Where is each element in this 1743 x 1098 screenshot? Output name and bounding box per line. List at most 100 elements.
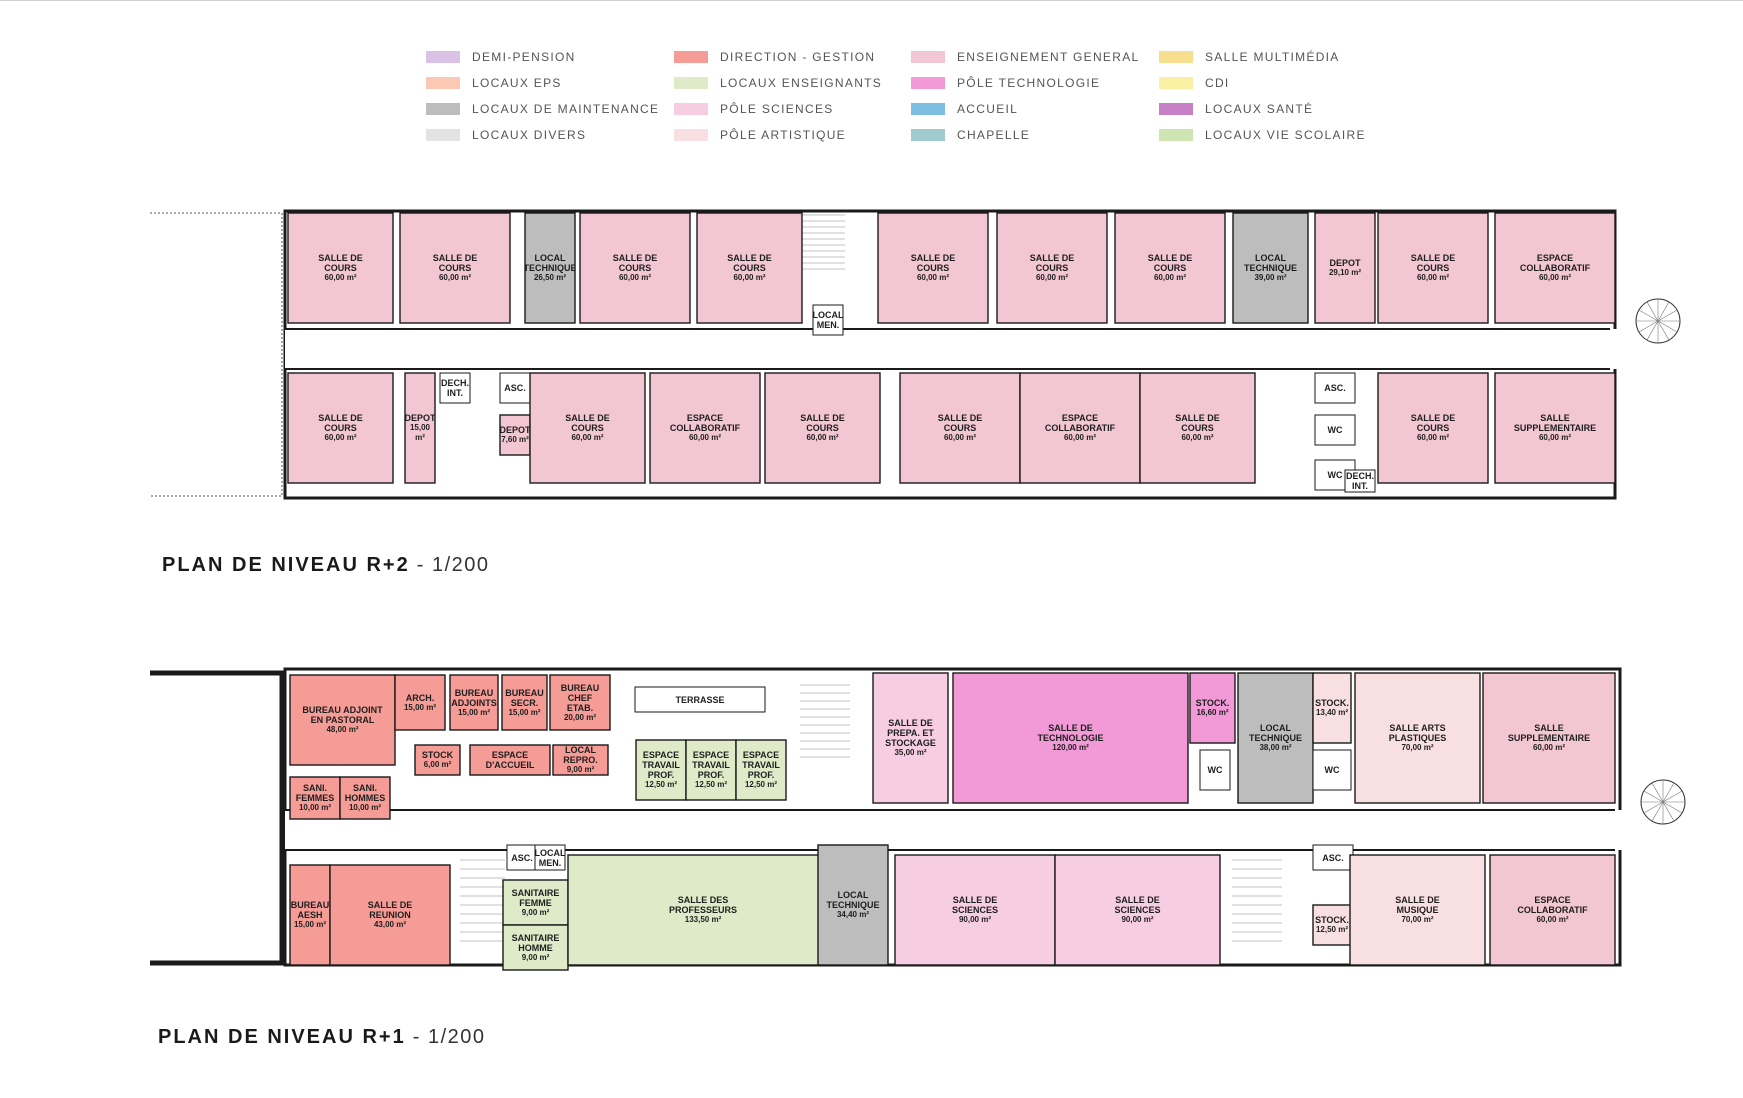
plan-title-r1-name: PLAN DE NIVEAU R+1 [158, 1026, 406, 1048]
room-shape [1494, 212, 1616, 324]
room-name: ESPACE TRAVAIL PROF. [642, 750, 680, 780]
room-name: SALLE DE SCIENCES [951, 895, 998, 915]
room-name: DEPOT [500, 425, 530, 435]
legend-item: LOCAUX ENSEIGNANTS [674, 70, 882, 96]
legend-item: LOCAUX DIVERS [426, 122, 659, 148]
room-name: ESPACE COLLABORATIF [1519, 253, 1591, 273]
room-name: ASC. [511, 852, 533, 863]
room-name: BUREAU ADJOINTS [451, 687, 497, 708]
room-area: 60,00 m² [324, 273, 357, 282]
legend-item: SALLE MULTIMÉDIA [1159, 44, 1366, 70]
legend-swatch [1159, 129, 1193, 141]
room-label: LOCAL REPRO.9,00 m² [553, 745, 608, 775]
legend-swatch [674, 51, 708, 63]
room-name: SALLE DE REUNION [367, 900, 413, 920]
room-shape [329, 864, 451, 966]
room-shape [414, 744, 461, 776]
room-area: 60,00 m² [571, 433, 604, 442]
room-name: SALLE DE COURS [1175, 413, 1220, 433]
room-area: 6,00 m² [423, 760, 452, 769]
room-label: WC [1200, 750, 1230, 790]
room-shape [1349, 854, 1486, 966]
legend-label: ENSEIGNEMENT GENERAL [957, 50, 1140, 64]
legend-label: PÔLE ARTISTIQUE [720, 128, 846, 142]
room-area: 60,00 m² [943, 433, 977, 442]
plan-title-r1-scale: - 1/200 [405, 1026, 486, 1048]
room-name: SANI. HOMMES [344, 783, 386, 803]
spiral-stair-step [1646, 301, 1659, 322]
room-area: 15,00 m² [403, 702, 437, 712]
legend-label: LOCAUX DE MAINTENANCE [472, 102, 660, 116]
room-area: 12,50 m² [1315, 925, 1349, 934]
room-label: ESPACE D'ACCUEIL [470, 745, 550, 775]
room-area: 15,00 m² [293, 920, 327, 929]
room-name: SALLE DE COURS [1410, 413, 1456, 433]
room-shape [1312, 904, 1352, 946]
room-area: 60,00 m² [1416, 273, 1450, 282]
room-area: 120,00 m² [1052, 743, 1089, 752]
legend-column-2: DIRECTION - GESTION LOCAUX ENSEIGNANTS P… [674, 44, 882, 148]
room-name: LOCAL TECHNIQUE [826, 890, 880, 910]
spiral-stair-step [1651, 801, 1664, 822]
room-area: 43,00 m² [373, 920, 407, 929]
room-name: SALLE SUPPLEMENTAIRE [1513, 413, 1597, 433]
legend-label: LOCAUX DIVERS [472, 128, 587, 142]
room-area: 9,00 m² [521, 952, 550, 962]
room-label: WC [1315, 460, 1355, 490]
room-name: WC [1324, 765, 1340, 775]
legend-swatch [426, 77, 460, 89]
room-name: TERRASSE [675, 694, 725, 705]
room-shape [1314, 212, 1376, 324]
room-area: 90,00 m² [1121, 915, 1154, 924]
room-name: SALLE DE COURS [800, 413, 845, 433]
room-area: 60,00 m² [806, 433, 839, 442]
room-label: ESPACE TRAVAIL PROF.12,50 m² [686, 740, 736, 800]
room-shape [339, 776, 391, 820]
room-shape [1377, 372, 1489, 484]
room-name: ESPACE COLLABORATIF [1044, 413, 1116, 433]
room-name: BUREAU ADJOINT EN PASTORAL [302, 705, 383, 725]
room-area: 12,50 m² [694, 780, 728, 789]
room-name: LOCAL TECHNIQUE [525, 253, 575, 273]
room-area: 70,00 m² [1401, 743, 1434, 752]
room-name: ASC. [1322, 852, 1344, 863]
room-area: 34,40 m² [836, 910, 870, 919]
spiral-stair-step [1638, 309, 1659, 322]
room-name: BUREAU SECR. [505, 687, 544, 708]
room-shape [1354, 672, 1481, 804]
floor-plan-r1-drawing [150, 667, 1686, 971]
room-label: BUREAU CHEF ETAB.20,00 m² [550, 675, 610, 730]
legend-swatch [911, 103, 945, 115]
legend-swatch [426, 103, 460, 115]
room-area: 90,00 m² [958, 915, 992, 924]
room-name: SALLE DES PROFESSEURS [668, 895, 737, 915]
room-label: ASC. [1313, 845, 1353, 870]
room-shape [877, 212, 989, 324]
room-shape [439, 372, 471, 404]
room-shape [685, 739, 737, 801]
legend-item: CDI [1159, 70, 1366, 96]
room-name: SALLE DE COURS [565, 413, 610, 433]
legend-swatch [1159, 51, 1193, 63]
room-area: 10,00 m² [298, 803, 332, 812]
legend-item: ENSEIGNEMENT GENERAL [911, 44, 1139, 70]
legend-item: CHAPELLE [911, 122, 1139, 148]
